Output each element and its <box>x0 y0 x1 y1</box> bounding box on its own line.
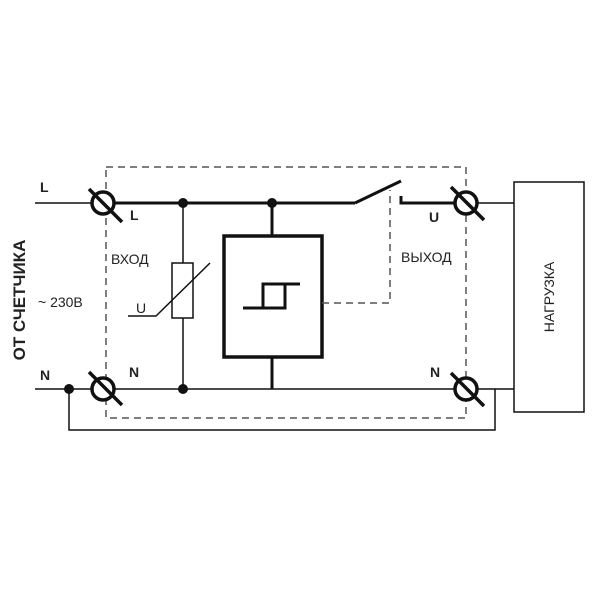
terminal-n-out-icon <box>449 371 486 408</box>
terminal-l-in-icon <box>87 187 124 224</box>
u-out-label: U <box>429 209 439 225</box>
l-in-inner-label: L <box>130 207 139 223</box>
terminals <box>87 185 486 408</box>
voltage-label: ~ 230В <box>38 294 83 310</box>
n-in-inner-label: N <box>129 364 139 380</box>
l-in-outer-label: L <box>40 179 49 195</box>
output-label: ВЫХОД <box>401 249 452 265</box>
terminal-n-in-icon <box>87 370 124 407</box>
device-enclosure <box>105 166 467 419</box>
load-label: НАГРУЗКА <box>541 261 557 332</box>
input-label: ВХОД <box>111 251 149 267</box>
mechanical-linkage <box>322 190 391 304</box>
source-label: ОТ СЧЕТЧИКА <box>10 240 29 361</box>
voltage-relay-block <box>222 190 391 389</box>
n-out-label: N <box>430 364 440 380</box>
terminal-u-out-icon <box>449 185 486 222</box>
load-box <box>513 181 585 413</box>
n-in-outer-label: N <box>40 367 50 383</box>
relay-switch-contact <box>399 196 454 205</box>
neutral-return-wire <box>68 388 496 431</box>
varistor-label: U <box>136 300 146 316</box>
relay-switch-blade <box>354 179 402 205</box>
varistor-icon <box>128 203 211 389</box>
